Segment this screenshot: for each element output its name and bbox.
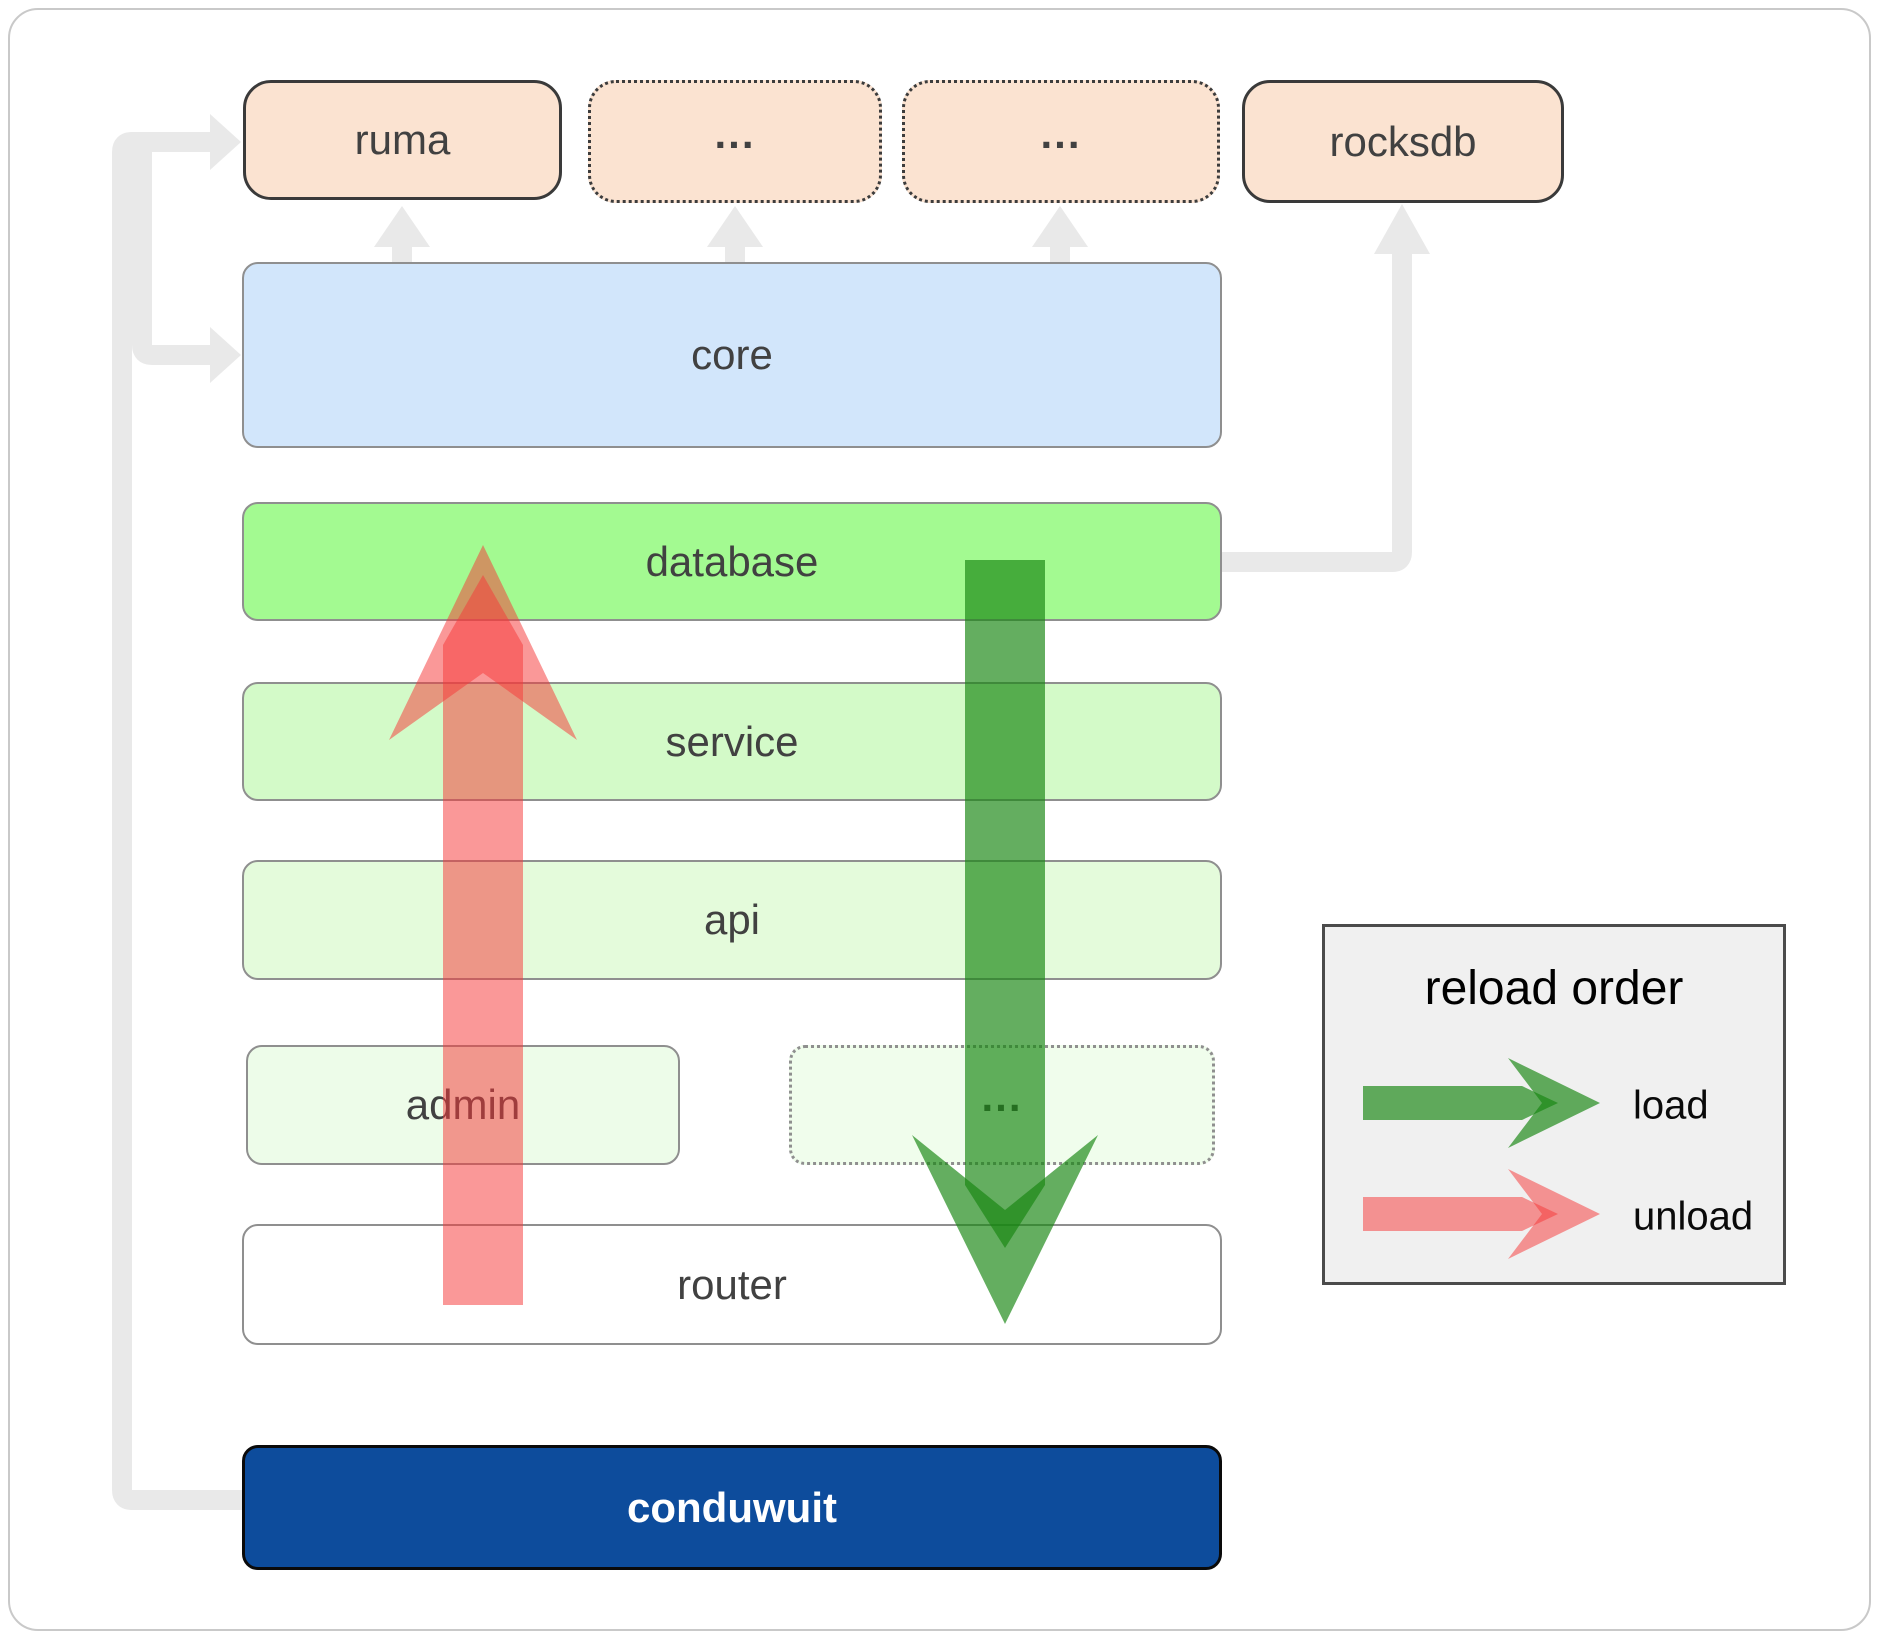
node-api: api — [242, 860, 1222, 980]
node-modules-more-label: ... — [981, 1073, 1023, 1120]
legend-load-label: load — [1633, 1083, 1709, 1128]
node-database-label: database — [645, 537, 819, 585]
node-core-label: core — [691, 331, 773, 378]
node-rocksdb: rocksdb — [1242, 80, 1564, 203]
node-admin: admin — [246, 1045, 680, 1165]
node-api-label: api — [703, 896, 761, 943]
node-ruma-label: ruma — [354, 116, 451, 163]
node-crates-more-1: ... — [588, 80, 882, 203]
node-conduwuit-label: conduwuit — [627, 1483, 837, 1531]
node-router-label: router — [677, 1260, 787, 1308]
node-rocksdb-label: rocksdb — [1329, 117, 1477, 165]
node-database: database — [242, 502, 1222, 621]
node-ruma: ruma — [243, 80, 562, 200]
node-modules-more: ... — [789, 1045, 1215, 1165]
node-service-label: service — [665, 717, 799, 765]
legend-unload-label: unload — [1633, 1194, 1754, 1239]
legend-title: reload order — [1424, 962, 1684, 1015]
node-crates-more-1-label: ... — [714, 109, 756, 157]
node-service: service — [242, 682, 1222, 801]
node-core: core — [242, 262, 1222, 448]
node-admin-label: admin — [405, 1081, 521, 1128]
node-crates-more-2-label: ... — [1040, 109, 1082, 157]
diagram-border — [8, 8, 1871, 1631]
legend-reload-order: reload order load unload — [1322, 924, 1786, 1285]
node-router: router — [242, 1224, 1222, 1345]
node-crates-more-2: ... — [902, 80, 1220, 203]
node-conduwuit: conduwuit — [242, 1445, 1222, 1570]
